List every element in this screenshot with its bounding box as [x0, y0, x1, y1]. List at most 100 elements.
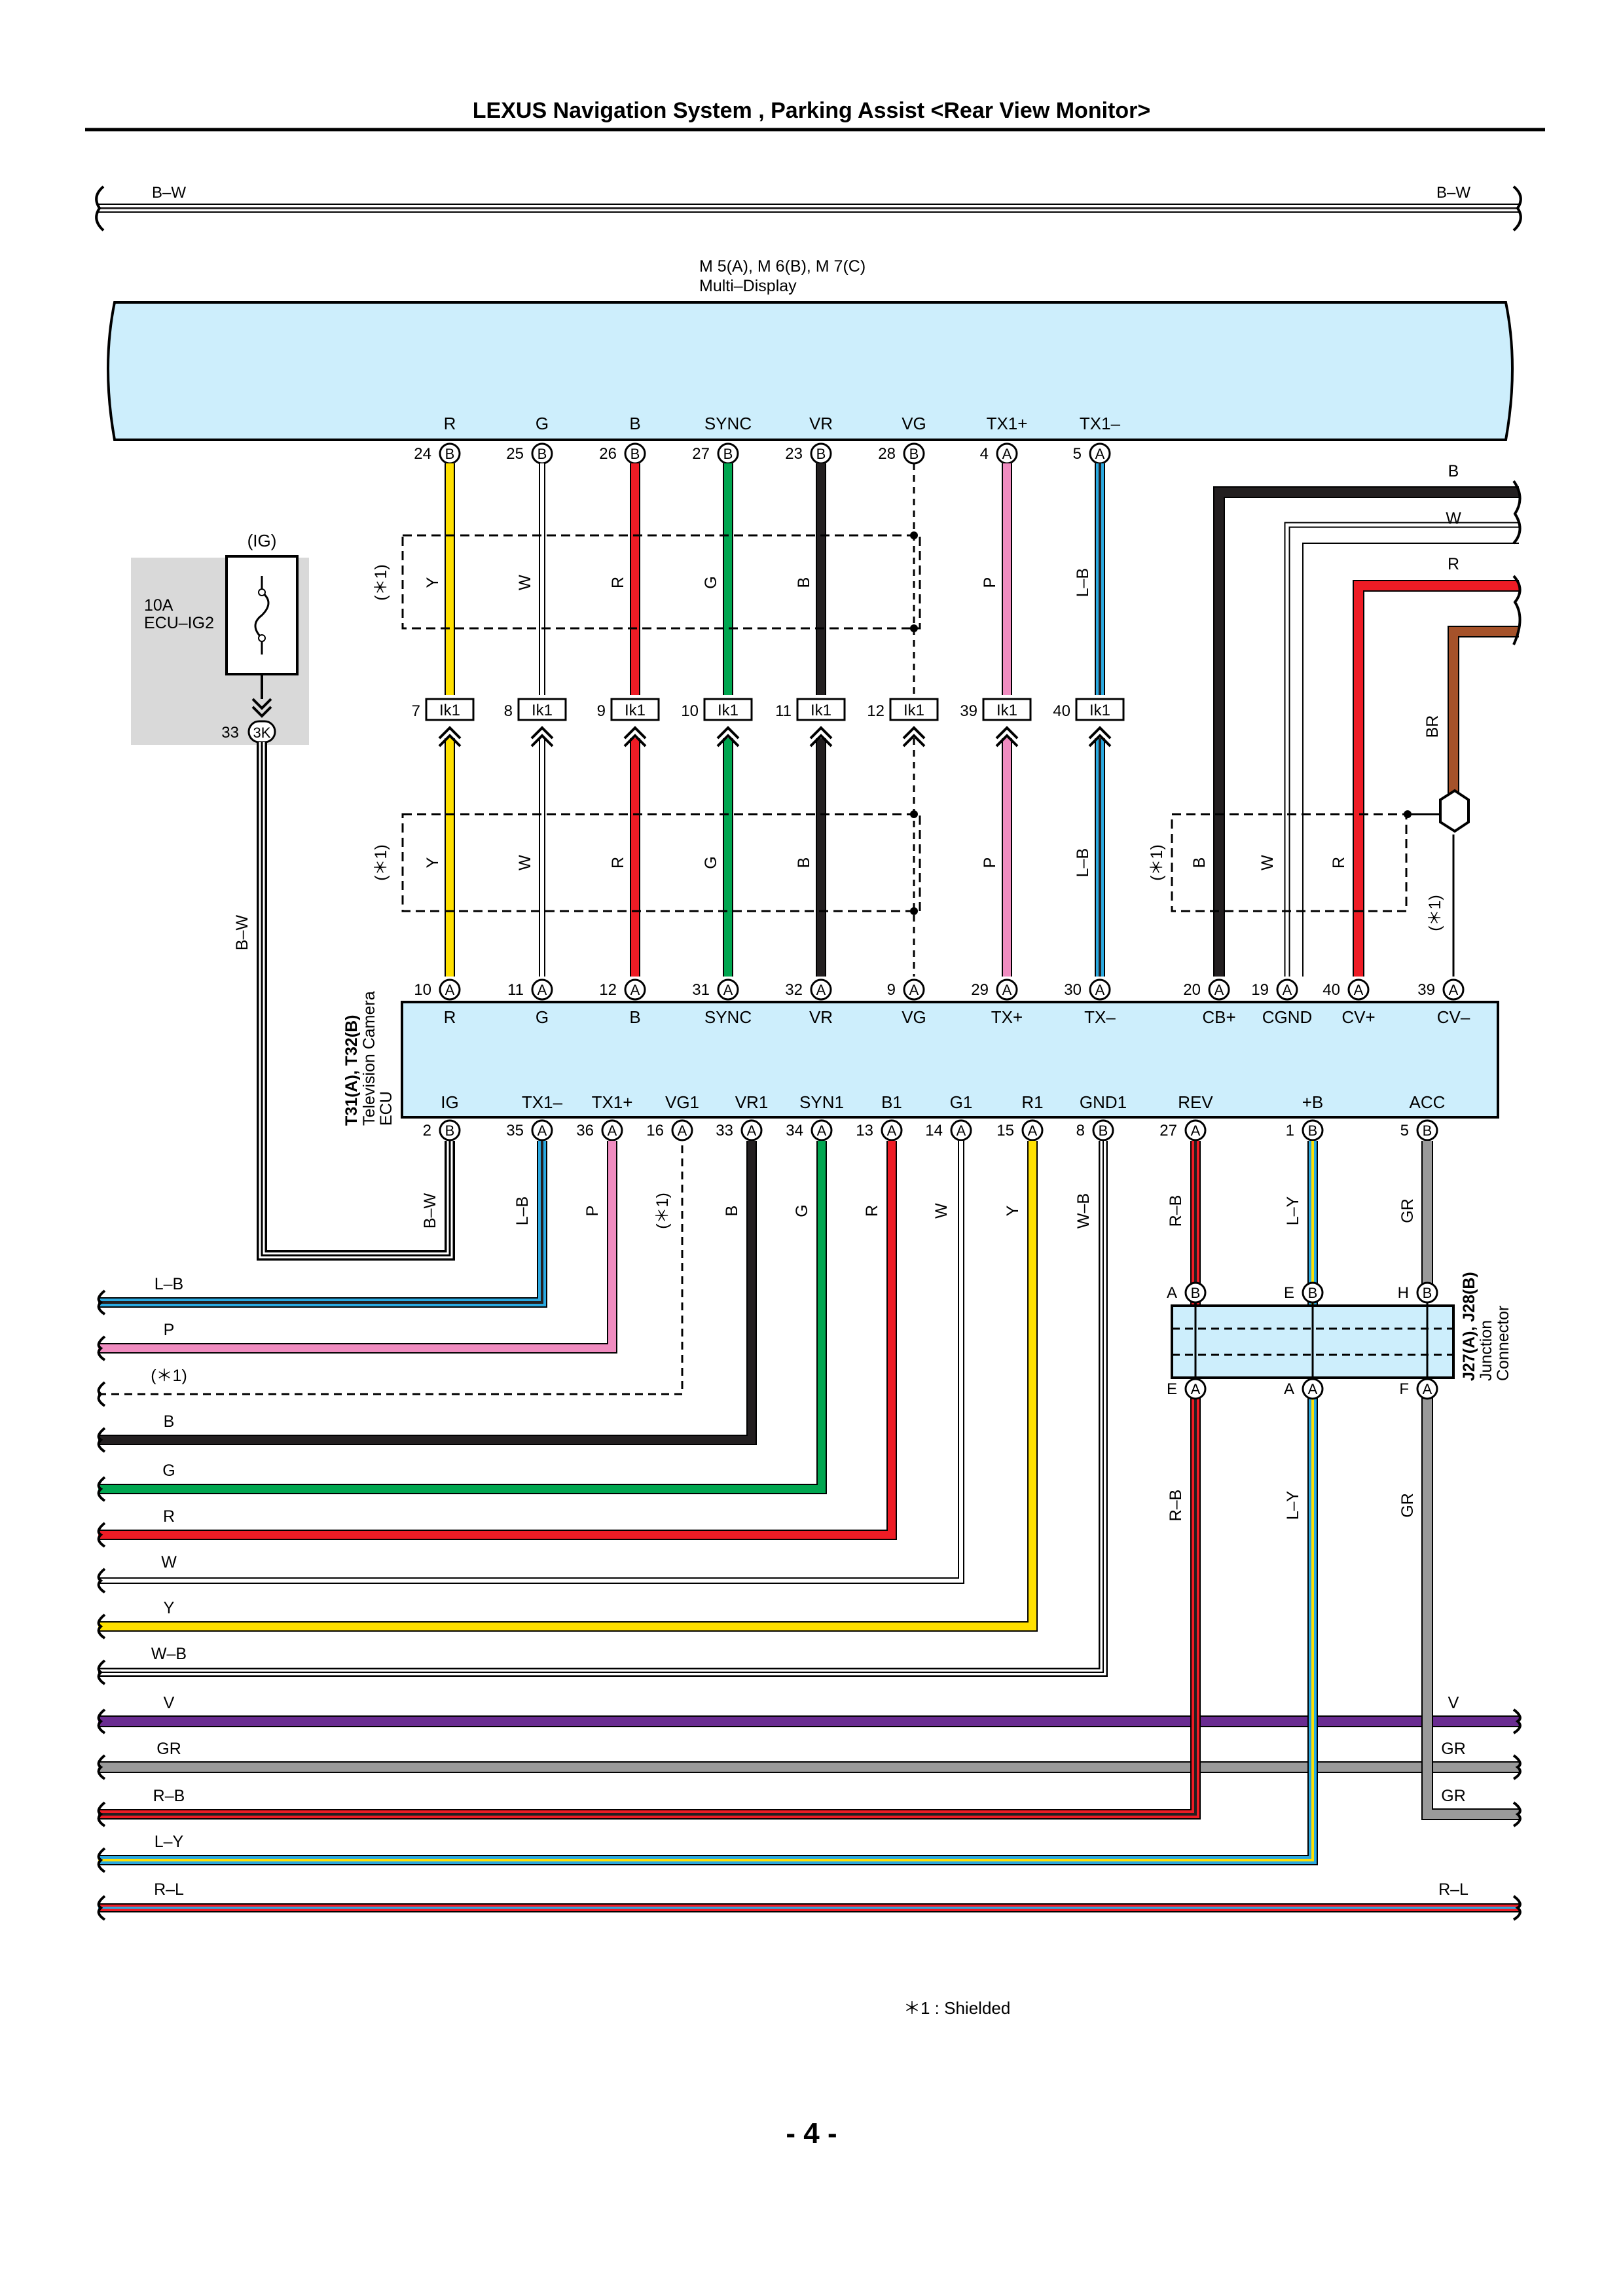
junction-connector-name: Connector — [1494, 1306, 1512, 1381]
ecu-top-pin-number: 11 — [507, 981, 524, 999]
ecu-bottom-pin-letter: B — [1308, 1122, 1318, 1139]
ik1-chevrons — [530, 726, 554, 747]
ecu-top-pin — [531, 978, 553, 1001]
left-bus-break — [97, 1476, 106, 1502]
fuse-terminal — [258, 634, 266, 642]
junction-bottom-pin-letter: A — [1308, 1381, 1318, 1397]
shield-junction-dot — [910, 907, 918, 915]
fuse-name: ECU–IG2 — [144, 614, 214, 632]
left-bus-break — [97, 1522, 106, 1548]
ecu-name: Television Camera — [360, 991, 378, 1126]
camera-br-wire-fill — [1449, 627, 1519, 798]
left-bus-wire — [98, 1141, 547, 1308]
left-bus-wire-fill — [98, 1141, 1036, 1630]
ecu-top-pin — [1089, 978, 1111, 1001]
ecu-top-pin — [1442, 978, 1465, 1001]
multi-display-pin-number: 28 — [878, 445, 896, 463]
camera-ground-symbol — [1439, 789, 1470, 833]
left-bus-wire — [98, 1141, 964, 1584]
multi-display-pin-letter: B — [630, 446, 640, 462]
shield-junction-dot — [910, 624, 918, 632]
ik1-label: Ik1 — [903, 702, 924, 719]
fuse-chevrons — [251, 698, 272, 718]
bus-rb-wire-stripe — [98, 1389, 1197, 1816]
camera-cgnd-wire-outline — [1284, 522, 1519, 977]
shield-label-lower: (＊1) — [372, 844, 390, 881]
upper-wire-label: B — [795, 577, 813, 588]
right-bus-label: GR — [1441, 1787, 1466, 1805]
ik1-chevrons — [1088, 726, 1112, 747]
multi-display-pin-letter: B — [445, 446, 455, 462]
ecu-top-pin-name: TX– — [1084, 1007, 1116, 1027]
ecu-bottom-wire-label: W–B — [1074, 1193, 1093, 1229]
ecu-bottom-pin — [740, 1119, 763, 1141]
ecu-bottom-pin — [1092, 1119, 1114, 1141]
multi-display-pin-name: TX1– — [1080, 414, 1121, 433]
upper-wire-label: Y — [424, 577, 442, 588]
acc-wire-lower-fill — [1423, 1389, 1519, 1819]
ecu-bottom-wire-label: L–B — [513, 1196, 532, 1225]
bus-ly-wire-stripe — [98, 1389, 1314, 1861]
multi-display-pin-name: VG — [902, 414, 926, 433]
multi-display-pin-letter: A — [1002, 446, 1012, 462]
right-wire-label-br: BR — [1423, 715, 1442, 738]
ecu-bottom-pin-letter: A — [608, 1122, 617, 1139]
ecu-bottom-wire-label: (＊1) — [653, 1193, 672, 1229]
right-wire-label: R — [1448, 555, 1459, 573]
ik1-label: Ik1 — [996, 702, 1017, 719]
multi-display-pin-number: 27 — [692, 445, 710, 463]
ik1-label: Ik1 — [625, 702, 646, 719]
ecu-bottom-pin-letter: A — [678, 1122, 687, 1139]
ecu-top-pin-name: G — [536, 1007, 549, 1027]
lower-wire-label: W — [516, 855, 534, 870]
ecu-bottom-pin — [601, 1119, 623, 1141]
ecu-box — [401, 1001, 1499, 1119]
junction-top-pin-letter: B — [1308, 1285, 1318, 1301]
ecu-top-pin — [1276, 978, 1298, 1001]
shield-junction-dot — [910, 810, 918, 818]
junction-out-wire-label: GR — [1398, 1493, 1417, 1518]
ig-bw-wire-outline — [257, 742, 455, 1261]
ecu-top-pin-letter: A — [1449, 982, 1459, 998]
left-bus-break — [97, 1708, 106, 1734]
ik1-chevrons — [902, 726, 926, 747]
ecu-top-pin — [810, 978, 832, 1001]
ecu-bottom-pin-letter: A — [817, 1122, 827, 1139]
junction-connector-id: J27(A), J28(B) — [1460, 1272, 1478, 1381]
fuse-pin-conn: 3K — [253, 725, 271, 741]
ecu-bottom-pin-letter: A — [957, 1122, 966, 1139]
lower-wire-label: R — [609, 857, 627, 869]
ecu-top-pin — [1347, 978, 1370, 1001]
shield-junction-dot — [910, 531, 918, 539]
junction-bottom-pin-letter: E — [1167, 1380, 1177, 1398]
ecu-bottom-wire-label: B — [723, 1206, 741, 1217]
ecu-top-pin-letter: A — [816, 982, 826, 998]
ecu-top-pin-number: 39 — [1417, 981, 1435, 999]
left-bus-break — [97, 1568, 106, 1594]
ik1-connector — [703, 698, 753, 721]
ecu-bottom-pin-name: B1 — [881, 1092, 902, 1112]
ecu-top-pin-name: VR — [809, 1007, 833, 1027]
lower-wire-label: L–B — [1074, 848, 1092, 877]
camera-cb-wire-outline — [1213, 486, 1519, 977]
ecu-bottom-pin-number: 36 — [576, 1122, 594, 1139]
camera-shield-wire — [1302, 543, 1519, 977]
ecu-top-pin-letter: A — [1354, 982, 1364, 998]
ecu-bottom-pin-number: 13 — [856, 1122, 873, 1139]
junction-out-wire-label: R–B — [1167, 1490, 1185, 1522]
ik1-pin-number: 7 — [412, 702, 420, 720]
ecu-top-pin-name: B — [629, 1007, 640, 1027]
ecu-bottom-pin-number: 15 — [996, 1122, 1014, 1139]
left-bus-label: L–B — [155, 1275, 183, 1293]
ik1-connector — [1075, 698, 1125, 721]
fuse-circuit-label: (IG) — [247, 531, 277, 550]
multi-display-pin-name: SYNC — [704, 414, 752, 433]
ecu-top-pin-name: SYNC — [704, 1007, 752, 1027]
right-bus-label: V — [1448, 1694, 1459, 1712]
multi-display-pin-letter: B — [723, 446, 733, 462]
ecu-bottom-pin-name: GND1 — [1080, 1092, 1127, 1112]
multi-display-pin-letter: B — [909, 446, 919, 462]
ecu-bottom-pin-letter: A — [1191, 1122, 1201, 1139]
ecu-top-pin-letter: A — [445, 982, 455, 998]
ecu-top-pin-number: 10 — [414, 981, 431, 999]
